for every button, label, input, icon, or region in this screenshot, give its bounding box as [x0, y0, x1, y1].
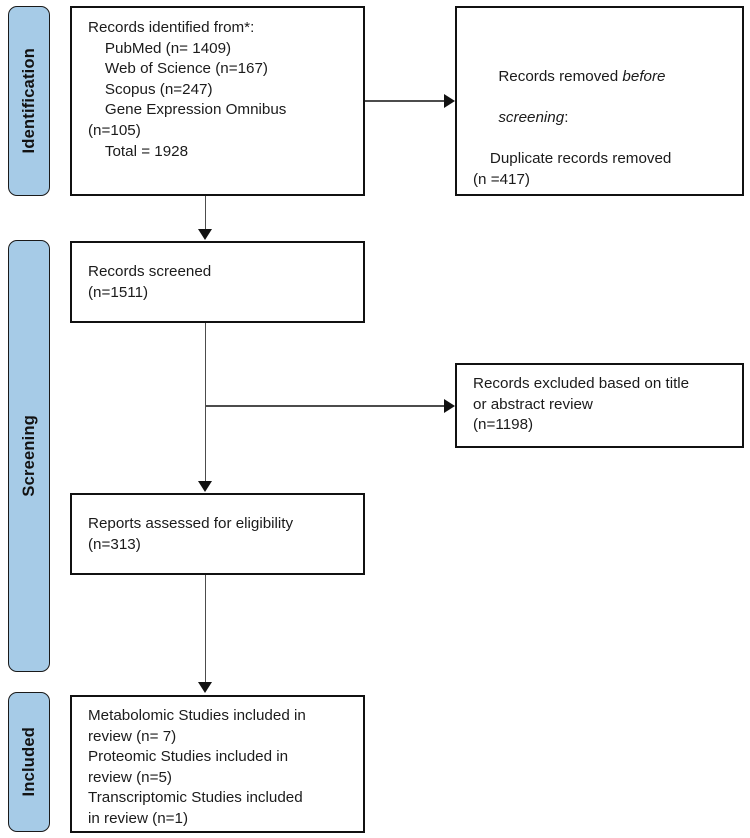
stage-label-included: Included [19, 727, 38, 797]
connector-identified-to-screened [204, 196, 207, 230]
arrowhead-assessed-to-included [198, 682, 212, 693]
stage-tab-included: Included [8, 692, 50, 832]
records-removed-heading: Records removed before screening: [473, 46, 742, 149]
records-screened-text: Records screened (n=1511) [88, 263, 212, 301]
arrowhead-screened-to-excluded [444, 399, 455, 413]
connector-screened-to-excluded [205, 405, 446, 407]
box-records-identified: Records identified from*: PubMed (n= 140… [70, 6, 365, 196]
connector-screened-to-assessed [204, 323, 207, 482]
box-records-removed: Records removed before screening: Duplic… [455, 6, 744, 196]
records-removed-colon: : [564, 108, 569, 126]
records-identified-sources: PubMed (n= 1409) Web of Science (n=167) … [88, 39, 287, 160]
arrowhead-screened-to-assessed [198, 481, 212, 492]
stage-tab-screening: Screening [8, 240, 50, 672]
box-records-screened: Records screened (n=1511) [70, 241, 365, 323]
box-reports-assessed: Reports assessed for eligibility (n=313) [70, 493, 365, 575]
records-removed-body: Duplicate records removed (n =417) [473, 149, 672, 188]
arrowhead-identified-to-removed [444, 94, 455, 108]
connector-identified-to-removed [365, 100, 446, 102]
box-records-excluded: Records excluded based on title or abstr… [455, 363, 744, 448]
stage-label-screening: Screening [19, 415, 38, 497]
records-identified-heading: Records identified from*: [88, 19, 255, 36]
records-removed-italic-screening: screening [498, 108, 565, 126]
arrowhead-identified-to-screened [198, 229, 212, 240]
studies-included-text: Metabolomic Studies included in review (… [88, 707, 306, 827]
stage-label-identification: Identification [19, 48, 38, 154]
reports-assessed-text: Reports assessed for eligibility (n=313) [88, 515, 294, 553]
box-studies-included: Metabolomic Studies included in review (… [70, 695, 365, 833]
records-removed-prefix: Records removed [498, 67, 623, 85]
stage-tab-identification: Identification [8, 6, 50, 196]
records-excluded-text: Records excluded based on title or abstr… [473, 375, 690, 434]
connector-assessed-to-included [204, 575, 207, 683]
records-removed-italic-before: before [622, 67, 666, 85]
